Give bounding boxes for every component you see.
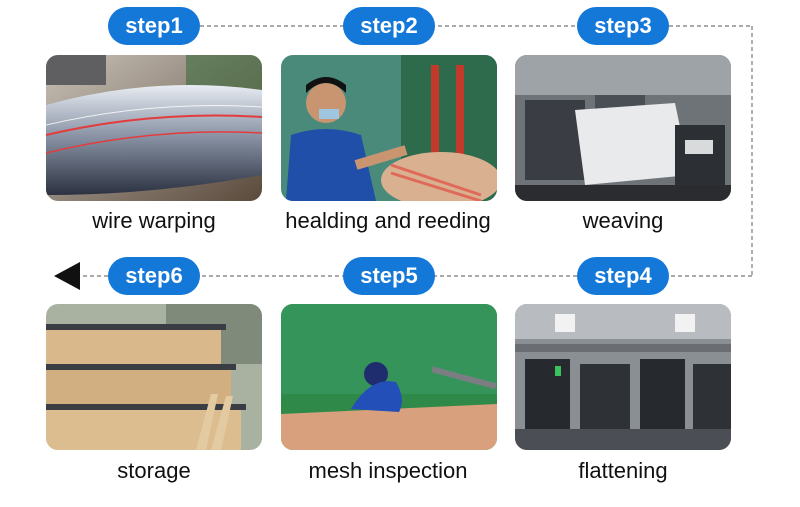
step3-badge: step3 (577, 7, 669, 45)
step1-badge: step1 (108, 7, 200, 45)
mesh-inspection-photo (281, 304, 497, 450)
flow-arrow-icon (54, 262, 80, 290)
flattening-photo (515, 304, 731, 450)
step6-badge: step6 (108, 257, 200, 295)
caption-flattening: flattening (578, 458, 668, 483)
caption-weaving: weaving (582, 208, 664, 233)
healding-reeding-photo (281, 55, 497, 201)
caption-mesh-inspection: mesh inspection (308, 458, 468, 483)
caption-wire-warping: wire warping (92, 208, 216, 233)
step5-badge: step5 (343, 257, 435, 295)
caption-healding-and-reeding: healding and reeding (285, 208, 491, 233)
weaving-photo (515, 55, 731, 201)
storage-photo (46, 304, 262, 450)
step2-badge: step2 (343, 7, 435, 45)
step4-badge: step4 (577, 257, 669, 295)
wire-warping-photo (46, 55, 262, 201)
caption-storage: storage (117, 458, 191, 483)
